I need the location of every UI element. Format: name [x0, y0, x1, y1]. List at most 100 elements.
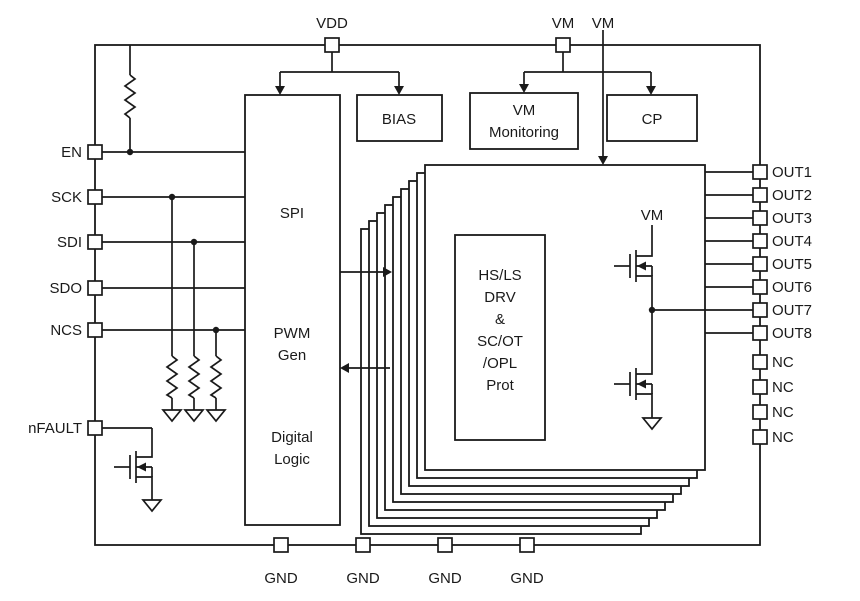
pin-nfault	[87, 420, 103, 436]
vm-monitoring-label: VM	[513, 102, 536, 119]
pin-label-out8: OUT8	[772, 325, 812, 342]
pin-label-sdo: SDO	[49, 280, 82, 297]
arrow-down-icon	[394, 86, 404, 95]
pin-vm	[555, 37, 571, 53]
pin-out2	[752, 187, 768, 203]
pin-label-vdd: VDD	[316, 15, 348, 32]
pwm-gen-label: Gen	[278, 347, 306, 364]
spi-block-outline	[244, 94, 341, 526]
pin-label-out4: OUT4	[772, 233, 812, 250]
pin-label-out2: OUT2	[772, 187, 812, 204]
pin-nc	[752, 379, 768, 395]
pin-out6	[752, 279, 768, 295]
pulldown-network	[162, 193, 226, 422]
bias-block-outline	[356, 94, 443, 142]
pin-gnd	[355, 537, 371, 553]
pin-label-out5: OUT5	[772, 256, 812, 273]
pin-label-vm1: VM	[552, 15, 575, 32]
vm-monitoring-outline	[469, 92, 579, 150]
pin-gnd	[273, 537, 289, 553]
arrow-down-icon	[646, 86, 656, 95]
bottom-pins: GND GND GND GND	[264, 537, 544, 587]
digital-logic-label: Logic	[274, 451, 310, 468]
pwm-gen-label: PWM	[274, 325, 311, 342]
drv-prot-label: Prot	[486, 377, 514, 394]
pin-label-gnd: GND	[428, 570, 462, 587]
spi-bridge-arrows	[340, 267, 392, 373]
pulldown-resistor-icon	[187, 355, 201, 399]
pin-label-en: EN	[61, 144, 82, 161]
vm-stage-feed	[598, 30, 608, 165]
cp-block: CP	[606, 94, 698, 142]
drv-prot-label: /OPL	[483, 355, 517, 372]
pin-out8	[752, 325, 768, 341]
pin-label-out1: OUT1	[772, 164, 812, 181]
pin-out1	[752, 164, 768, 180]
pin-label-nc: NC	[772, 379, 794, 396]
pin-gnd	[437, 537, 453, 553]
arrow-down-icon	[519, 84, 529, 93]
pin-nc	[752, 429, 768, 445]
pin-ncs	[87, 322, 103, 338]
drv-prot-label: &	[495, 311, 505, 328]
pin-out7	[752, 302, 768, 318]
cp-label: CP	[642, 111, 663, 128]
junction-dot	[126, 148, 134, 156]
drv-prot-outline	[454, 234, 546, 441]
pullup-network	[123, 45, 137, 156]
pulldown-resistor-icon	[209, 355, 223, 399]
right-pins: OUT1 OUT2 OUT3 OUT4 OUT5 OUT6 OUT7 OUT8 …	[752, 164, 812, 446]
pin-vdd	[324, 37, 340, 53]
spi-label: SPI	[280, 205, 304, 222]
supply-wiring	[275, 52, 656, 95]
vm-monitoring-block: VM Monitoring	[469, 92, 579, 150]
pin-en	[87, 144, 103, 160]
pin-nc	[752, 404, 768, 420]
pin-sdi	[87, 234, 103, 250]
pin-sdo	[87, 280, 103, 296]
pin-label-nc: NC	[772, 429, 794, 446]
nfault-fet-circuit	[113, 428, 162, 512]
pulldown-gnd-wires	[171, 398, 217, 410]
pin-label-sck: SCK	[51, 189, 82, 206]
pin-out3	[752, 210, 768, 226]
pin-label-vm2: VM	[592, 15, 615, 32]
bias-label: BIAS	[382, 111, 416, 128]
pin-sck	[87, 189, 103, 205]
pin-label-ncs: NCS	[50, 322, 82, 339]
pin-label-out7: OUT7	[772, 302, 812, 319]
pin-label-sdi: SDI	[57, 234, 82, 251]
pin-label-out3: OUT3	[772, 210, 812, 227]
pin-label-nfault: nFAULT	[28, 420, 82, 437]
halfbridge-stack	[360, 164, 706, 535]
pin-label-out6: OUT6	[772, 279, 812, 296]
vm-monitoring-label: Monitoring	[489, 124, 559, 141]
cp-block-outline	[606, 94, 698, 142]
pin-nc	[752, 354, 768, 370]
arrow-left-icon	[340, 363, 349, 373]
top-pins: VDD VM VM	[316, 15, 615, 53]
bias-block: BIAS	[356, 94, 443, 142]
pin-label-gnd: GND	[346, 570, 380, 587]
pin-label-nc: NC	[772, 354, 794, 371]
left-pins: EN SCK SDI SDO NCS nFAULT	[28, 144, 103, 437]
halfbridge-circuit: VM	[613, 207, 753, 430]
pin-gnd	[519, 537, 535, 553]
pullup-resistor-icon	[123, 74, 137, 119]
drv-prot-block: HS/LS DRV & SC/OT /OPL Prot	[454, 234, 546, 441]
digital-logic-label: Digital	[271, 429, 313, 446]
arrow-down-icon	[275, 86, 285, 95]
arrow-down-icon	[598, 156, 608, 165]
pulldown-resistor-icon	[165, 355, 179, 399]
pin-out5	[752, 256, 768, 272]
pin-out4	[752, 233, 768, 249]
halfbridge-vm-label: VM	[641, 207, 664, 224]
drv-prot-label: HS/LS	[478, 267, 521, 284]
drv-prot-label: SC/OT	[477, 333, 523, 350]
spi-block: SPI PWM Gen Digital Logic	[244, 94, 341, 526]
pin-label-gnd: GND	[264, 570, 298, 587]
drv-prot-label: DRV	[484, 289, 515, 306]
pin-label-gnd: GND	[510, 570, 544, 587]
